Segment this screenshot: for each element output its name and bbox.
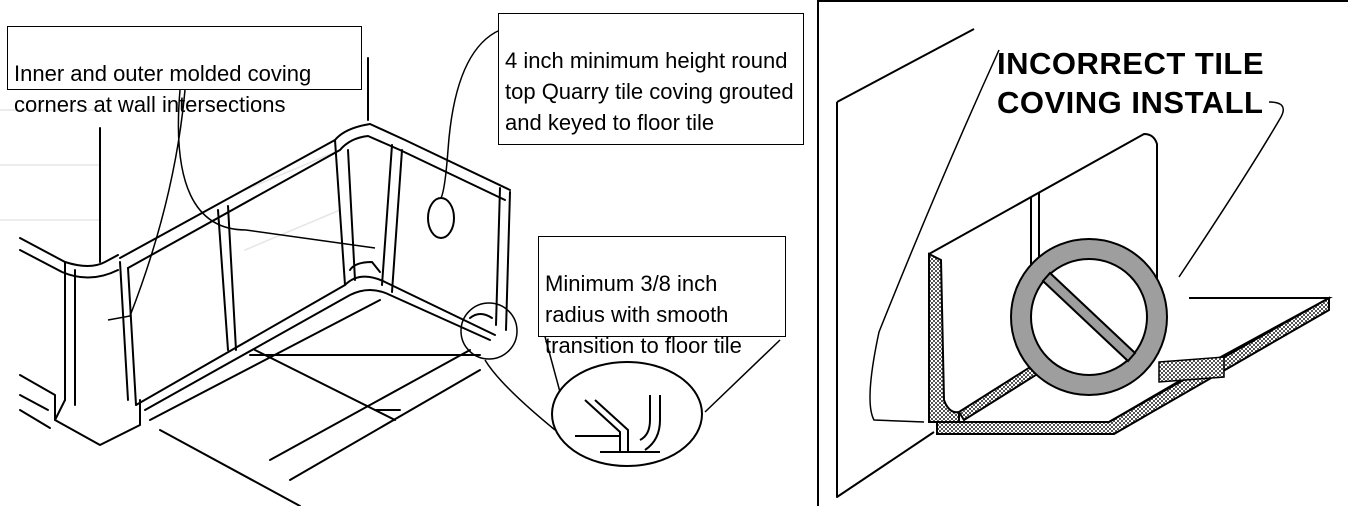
no-symbol-icon bbox=[1010, 238, 1168, 396]
heading-leader-a bbox=[869, 49, 1000, 423]
height-callout: 4 inch minimum height round top Quarry t… bbox=[498, 13, 804, 145]
wall-left-edge bbox=[836, 102, 935, 498]
wall-top-edge bbox=[836, 28, 975, 103]
radius-callout-text: Minimum 3/8 inch radius with smooth tran… bbox=[545, 271, 742, 358]
correct-coving-figure: Inner and outer molded coving corners at… bbox=[0, 13, 804, 506]
corner-leader-a bbox=[107, 89, 186, 321]
incorrect-coving-figure: INCORRECT TILE COVING INSTALL bbox=[817, 0, 1348, 506]
incorrect-coving-drawing bbox=[836, 28, 1333, 498]
radius-detail-magnifier bbox=[551, 361, 703, 467]
corners-callout: Inner and outer molded coving corners at… bbox=[7, 26, 362, 117]
magnifier-connector bbox=[484, 359, 556, 431]
heading-leader-b bbox=[1178, 101, 1284, 278]
radius-marker-circle bbox=[460, 302, 518, 360]
corner-leader-b bbox=[177, 89, 376, 249]
height-leader bbox=[440, 29, 501, 199]
incorrect-heading: INCORRECT TILE COVING INSTALL bbox=[997, 46, 1265, 120]
height-marker-oval bbox=[427, 197, 455, 239]
correct-coving-drawing bbox=[0, 29, 781, 506]
height-callout-text: 4 inch minimum height round top Quarry t… bbox=[505, 48, 794, 135]
radius-leader-b bbox=[704, 339, 781, 413]
radius-callout: Minimum 3/8 inch radius with smooth tran… bbox=[538, 236, 786, 358]
corners-callout-text: Inner and outer molded coving corners at… bbox=[14, 61, 312, 117]
